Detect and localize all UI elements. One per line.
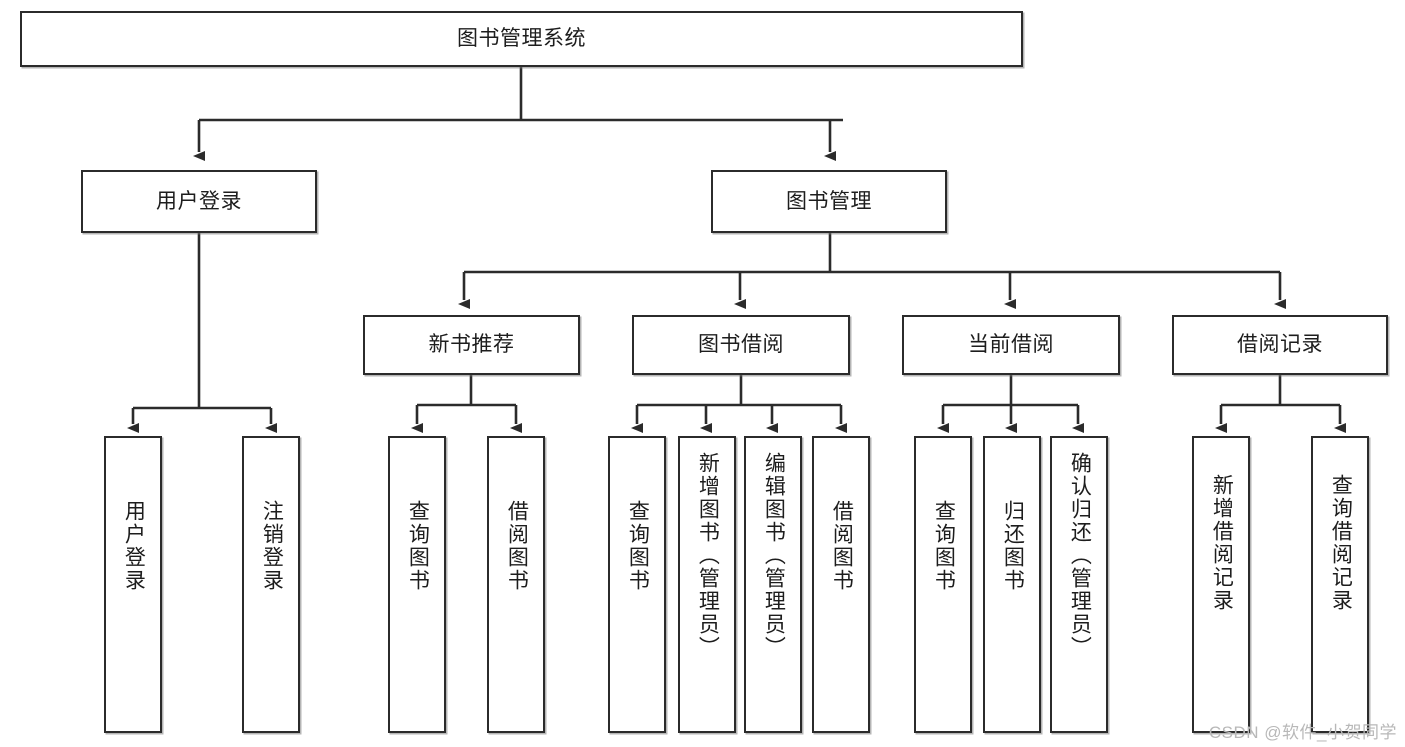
node-book-management[interactable]: 图书管理 [711, 170, 947, 233]
leaf-query-borrow-record[interactable]: 查询借阅记录 [1311, 436, 1369, 733]
leaf-confirm-return-admin[interactable]: 确认归还（管理员） [1050, 436, 1108, 733]
leaf-confirm-return-admin-label: 确认归还（管理员） [1068, 452, 1092, 659]
leaf-user-login-label: 用户登录 [122, 500, 146, 592]
node-book-management-label: 图书管理 [786, 189, 872, 213]
leaf-query-borrow-record-label: 查询借阅记录 [1329, 474, 1353, 612]
node-borrow-record-label: 借阅记录 [1237, 333, 1323, 357]
node-current-borrow[interactable]: 当前借阅 [902, 315, 1120, 375]
csdn-watermark: CSDN @软件_小贺同学 [1208, 723, 1397, 742]
node-current-borrow-label: 当前借阅 [968, 333, 1054, 357]
leaf-query-book-recommend-label: 查询图书 [406, 500, 430, 592]
leaf-user-login[interactable]: 用户登录 [104, 436, 162, 733]
leaf-query-book-borrow-label: 查询图书 [626, 500, 650, 592]
node-borrow-record[interactable]: 借阅记录 [1172, 315, 1388, 375]
leaf-logout[interactable]: 注销登录 [242, 436, 300, 733]
node-new-book-recommend-label: 新书推荐 [428, 333, 515, 357]
leaf-add-borrow-record-label: 新增借阅记录 [1210, 474, 1234, 612]
leaf-query-book-current-label: 查询图书 [932, 500, 956, 592]
leaf-add-borrow-record[interactable]: 新增借阅记录 [1192, 436, 1250, 733]
node-book-borrow[interactable]: 图书借阅 [632, 315, 850, 375]
leaf-borrow-book-recommend-label: 借阅图书 [505, 500, 529, 592]
leaf-add-book-admin[interactable]: 新增图书（管理员） [678, 436, 736, 733]
node-user-login-label: 用户登录 [156, 189, 242, 213]
leaf-borrow-book-borrow-label: 借阅图书 [830, 500, 854, 592]
node-book-borrow-label: 图书借阅 [698, 333, 784, 357]
leaf-query-book-recommend[interactable]: 查询图书 [388, 436, 446, 733]
node-root-label: 图书管理系统 [457, 27, 586, 51]
leaf-query-book-borrow[interactable]: 查询图书 [608, 436, 666, 733]
node-new-book-recommend[interactable]: 新书推荐 [363, 315, 580, 375]
leaf-logout-label: 注销登录 [260, 500, 284, 592]
node-root[interactable]: 图书管理系统 [20, 11, 1023, 67]
leaf-return-book-label: 归还图书 [1001, 500, 1025, 592]
node-user-login[interactable]: 用户登录 [81, 170, 317, 233]
leaf-borrow-book-recommend[interactable]: 借阅图书 [487, 436, 545, 733]
leaf-return-book[interactable]: 归还图书 [983, 436, 1041, 733]
leaf-edit-book-admin-label: 编辑图书（管理员） [762, 452, 786, 659]
leaf-add-book-admin-label: 新增图书（管理员） [696, 452, 720, 659]
leaf-edit-book-admin[interactable]: 编辑图书（管理员） [744, 436, 802, 733]
leaf-borrow-book-borrow[interactable]: 借阅图书 [812, 436, 870, 733]
leaf-query-book-current[interactable]: 查询图书 [914, 436, 972, 733]
